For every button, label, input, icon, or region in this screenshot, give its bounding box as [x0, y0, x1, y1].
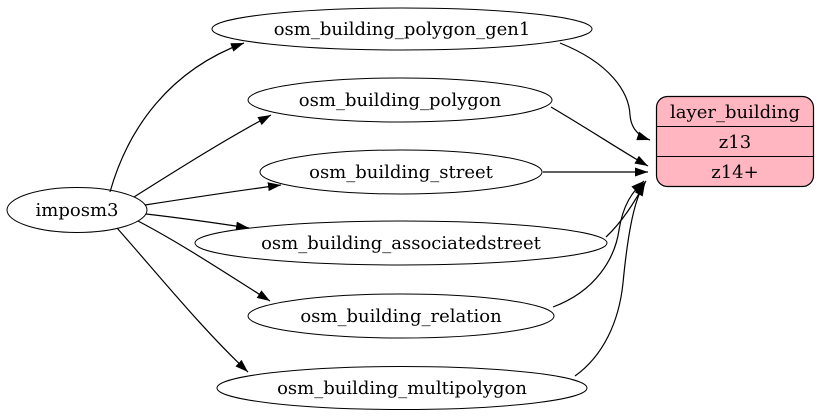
edge-imposm3-to-multipolygon: [116, 227, 249, 373]
edge-imposm3-to-associatedstreet: [145, 213, 250, 231]
source-label: imposm3: [36, 200, 119, 221]
edge-multipolygon-to-z14: [574, 180, 647, 377]
ellipse-shape: [247, 293, 555, 339]
node-imposm3: imposm3: [6, 187, 148, 233]
node-osm-building-polygon: osm_building_polygon: [247, 77, 553, 123]
node-layer-building: layer_building z13 z14+: [655, 95, 815, 188]
ellipse-shape: [259, 149, 543, 195]
record-border: [655, 95, 815, 188]
record-shape: [656, 96, 814, 187]
node-osm-building-relation: osm_building_relation: [247, 293, 555, 339]
node-osm-building-associatedstreet: osm_building_associatedstreet: [194, 220, 608, 266]
table-label: osm_building_associatedstreet: [261, 233, 542, 254]
table-label: osm_building_street: [309, 162, 494, 183]
ellipse-shape: [211, 7, 593, 51]
edge-imposm3-to-relation: [137, 220, 271, 302]
layer-row-z14plus: z14+: [711, 162, 758, 183]
node-osm-building-multipolygon: osm_building_multipolygon: [216, 366, 588, 410]
table-label: osm_building_multipolygon: [277, 378, 527, 399]
layer-row-z13: z13: [719, 132, 751, 153]
layer-title: layer_building: [670, 102, 800, 123]
edge-imposm3-to-street: [144, 182, 282, 206]
table-label: osm_building_polygon: [299, 90, 502, 111]
edge-relation-to-z14: [552, 180, 645, 308]
edge-polygon-gen1-to-z13: [559, 42, 651, 141]
edge-imposm3-to-polygon: [133, 114, 272, 198]
ellipse-shape: [194, 220, 608, 266]
node-osm-building-street: osm_building_street: [259, 149, 543, 195]
ellipse-shape: [6, 187, 148, 233]
ellipse-shape: [247, 77, 553, 123]
edge-associatedstreet-to-z14: [605, 182, 646, 238]
node-osm-building-polygon-gen1: osm_building_polygon_gen1: [211, 7, 593, 51]
edge-polygon-to-z14: [550, 106, 649, 167]
ellipse-shape: [216, 366, 588, 410]
edge-imposm3-to-polygon-gen1: [109, 42, 245, 193]
table-label: osm_building_polygon_gen1: [274, 19, 531, 40]
table-label: osm_building_relation: [300, 306, 502, 327]
